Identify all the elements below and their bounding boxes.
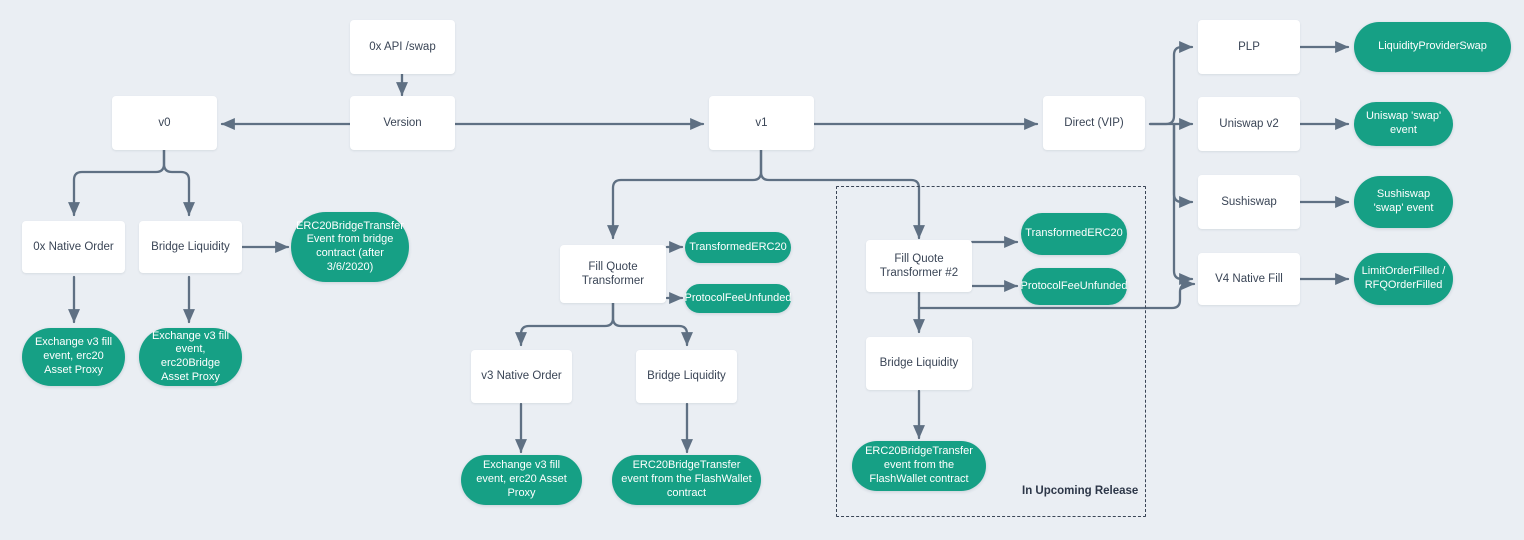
node-label: LimitOrderFilled / RFQOrderFilled bbox=[1361, 265, 1446, 291]
node-label: ERC20BridgeTransfer Event from bridge co… bbox=[296, 219, 404, 273]
node-v1[interactable]: v1 bbox=[709, 96, 814, 150]
node-label: Exchange v3 fill event, erc20 Asset Prox… bbox=[476, 459, 567, 499]
node-label: v0 bbox=[158, 116, 171, 129]
edge-fqt-to-v3-native-order bbox=[515, 301, 615, 347]
node-uniswap-swap-event[interactable]: Uniswap 'swap' event bbox=[1354, 102, 1453, 146]
edge-v1-to-fqt bbox=[607, 148, 763, 240]
node-label: Uniswap 'swap' event bbox=[1365, 110, 1442, 136]
node-v4-native-fill[interactable]: V4 Native Fill bbox=[1198, 253, 1300, 305]
node-label: 0x Native Order bbox=[33, 240, 114, 253]
node-v3-native-order[interactable]: v3 Native Order bbox=[471, 350, 572, 403]
node-label: V4 Native Fill bbox=[1215, 272, 1283, 285]
node-label: v3 Native Order bbox=[481, 370, 562, 383]
node-label: Fill Quote Transformer bbox=[581, 260, 645, 287]
node-label: TransformedERC20 bbox=[689, 240, 787, 253]
node-transformederc20-1[interactable]: TransformedERC20 bbox=[685, 232, 791, 263]
node-label: ERC20BridgeTransfer event from the Flash… bbox=[865, 445, 973, 485]
node-version[interactable]: Version bbox=[350, 96, 455, 150]
node-exchange-v3-fill-erc20bridge-asset-proxy[interactable]: Exchange v3 fill event, erc20Bridge Asse… bbox=[139, 328, 242, 386]
node-label: ProtocolFeeUnfunded bbox=[684, 291, 792, 304]
node-erc20bridgetransfer-flashwallet-2[interactable]: ERC20BridgeTransfer event from the Flash… bbox=[852, 441, 986, 491]
node-bridge-liquidity-v1[interactable]: Bridge Liquidity bbox=[636, 350, 737, 403]
node-label: ERC20BridgeTransfer event from the Flash… bbox=[621, 459, 752, 499]
node-bridge-liquidity-v0[interactable]: Bridge Liquidity bbox=[139, 221, 242, 273]
node-exchange-v3-fill-erc20-asset-proxy-v0[interactable]: Exchange v3 fill event, erc20 Asset Prox… bbox=[22, 328, 125, 386]
node-erc20bridgetransfer-bridge-contract[interactable]: ERC20BridgeTransfer Event from bridge co… bbox=[291, 212, 409, 282]
node-label: v1 bbox=[755, 116, 768, 129]
node-api-swap[interactable]: 0x API /swap bbox=[350, 20, 455, 74]
node-liquidityproviderswap[interactable]: LiquidityProviderSwap bbox=[1354, 22, 1511, 72]
node-label: Direct (VIP) bbox=[1064, 116, 1124, 129]
edge-fqt-to-bridge-liquidity-v1 bbox=[611, 301, 693, 347]
node-sushiswap[interactable]: Sushiswap bbox=[1198, 175, 1300, 229]
edge-v0-to-bridge-liquidity bbox=[162, 148, 195, 217]
node-label: Bridge Liquidity bbox=[647, 370, 726, 383]
node-label: 0x API /swap bbox=[369, 40, 436, 53]
node-0x-native-order[interactable]: 0x Native Order bbox=[22, 221, 125, 273]
node-label: Version bbox=[383, 116, 422, 129]
node-limitorderfilled-rfqorderfilled[interactable]: LimitOrderFilled / RFQOrderFilled bbox=[1354, 253, 1453, 305]
node-label: Bridge Liquidity bbox=[879, 357, 959, 370]
node-label: PLP bbox=[1238, 40, 1260, 53]
node-label: Sushiswap 'swap' event bbox=[1373, 188, 1434, 214]
node-fill-quote-transformer-2[interactable]: Fill Quote Transformer #2 bbox=[866, 240, 972, 292]
node-label: ProtocolFeeUnfunded bbox=[1020, 279, 1128, 292]
node-label: Sushiswap bbox=[1221, 195, 1277, 208]
node-fill-quote-transformer[interactable]: Fill Quote Transformer bbox=[560, 245, 666, 303]
node-uniswap-v2[interactable]: Uniswap v2 bbox=[1198, 97, 1300, 151]
node-protocolfeeunfunded-2[interactable]: ProtocolFeeUnfunded bbox=[1021, 268, 1128, 305]
node-erc20bridgetransfer-flashwallet-1[interactable]: ERC20BridgeTransfer event from the Flash… bbox=[612, 455, 761, 505]
node-sushiswap-swap-event[interactable]: Sushiswap 'swap' event bbox=[1354, 176, 1453, 228]
node-transformederc20-2[interactable]: TransformedERC20 bbox=[1021, 213, 1127, 255]
node-label: LiquidityProviderSwap bbox=[1378, 40, 1487, 53]
upcoming-release-label: In Upcoming Release bbox=[1022, 485, 1139, 497]
node-exchange-v3-fill-erc20-asset-proxy-v1[interactable]: Exchange v3 fill event, erc20 Asset Prox… bbox=[461, 455, 582, 505]
node-label: TransformedERC20 bbox=[1025, 227, 1123, 240]
node-direct-vip[interactable]: Direct (VIP) bbox=[1043, 96, 1145, 150]
node-label: Bridge Liquidity bbox=[151, 240, 230, 253]
node-label: Uniswap v2 bbox=[1219, 117, 1279, 130]
node-label: Exchange v3 fill event, erc20Bridge Asse… bbox=[151, 329, 230, 383]
edge-v0-to-native-order bbox=[68, 148, 166, 217]
edge-direct-to-v4-native-fill bbox=[1172, 122, 1194, 285]
edge-direct-to-plp bbox=[1148, 41, 1194, 126]
edge-direct-to-sushiswap bbox=[1172, 122, 1194, 208]
upcoming-release-region bbox=[836, 186, 1146, 517]
node-protocolfeeunfunded-1[interactable]: ProtocolFeeUnfunded bbox=[685, 284, 792, 313]
node-bridge-liquidity-upcoming[interactable]: Bridge Liquidity bbox=[866, 337, 972, 390]
node-plp[interactable]: PLP bbox=[1198, 20, 1300, 74]
node-v0[interactable]: v0 bbox=[112, 96, 217, 150]
node-label: Fill Quote Transformer #2 bbox=[879, 252, 959, 279]
node-label: Exchange v3 fill event, erc20 Asset Prox… bbox=[34, 336, 113, 376]
